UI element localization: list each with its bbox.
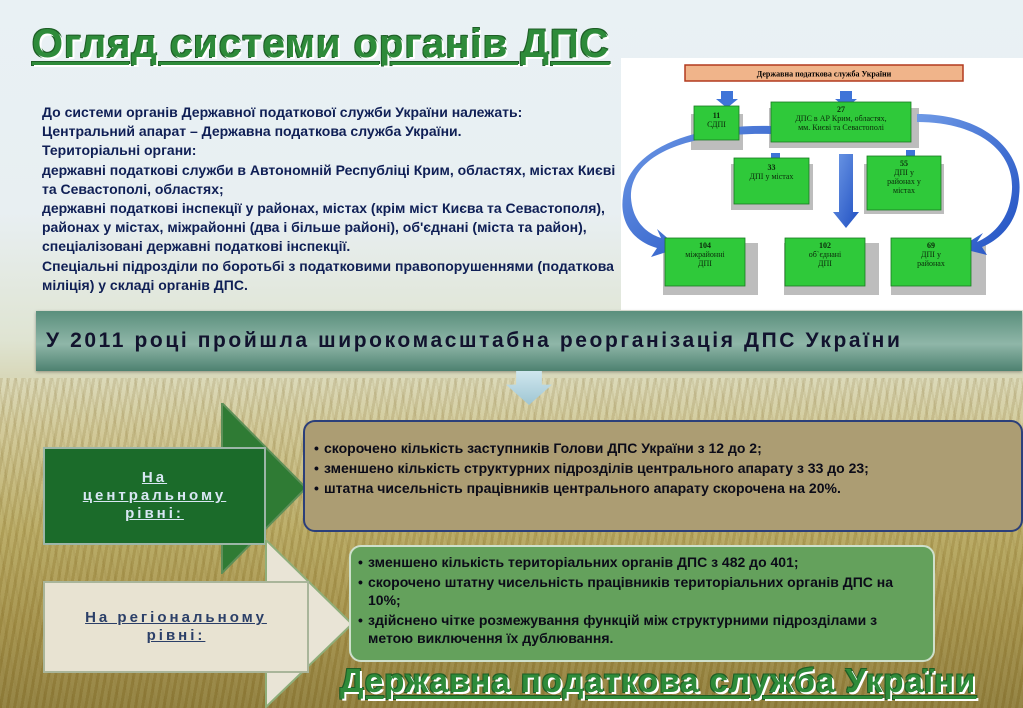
diagram-node-label: районах у [887,177,921,186]
diagram-node-label: 55 [900,159,908,168]
list-item: здійснено чітке розмежування функцій між… [358,611,923,648]
reorganization-banner: У 2011 році пройшла широкомасштабна реор… [36,311,1022,371]
regional-level-label: На регіональному рівні: [43,581,309,673]
regional-label-line: рівні: [146,627,206,644]
diagram-node-label: ДПІ [818,259,832,268]
central-label-line: рівні: [125,505,184,522]
node-boxes [664,101,972,287]
intro-paragraph: Центральний апарат – Державна податкова … [42,123,462,140]
regional-label-line: На регіональному [85,609,267,626]
diagram-node-label: ДПС в АР Крим, областях, [795,114,886,123]
arrow-down-icon [833,154,859,228]
diagram-node-label: міжрайонні [685,250,725,259]
intro-text: До системи органів Державної податкової … [42,103,617,295]
slide-title: Огляд системи органів ДПС [32,22,610,66]
list-item: штатна чисельність працівників центральн… [314,478,1014,498]
diagram-node-label: 33 [768,163,776,172]
diagram-node-label: 69 [927,241,935,250]
list-item: зменшено кількість територіальних органі… [358,553,923,572]
diagram-node-label: мм. Києві та Севастополі [798,123,885,132]
intro-paragraph: державні податкові служби в Автономній Р… [42,161,616,197]
top-box [684,64,964,82]
list-item: скорочено кількість заступників Голови Д… [314,438,1014,458]
diagram-node-label: 27 [837,105,845,114]
diagram-node-label: об`єднані [809,250,842,259]
list-item: скорочено штатну чисельність працівників… [358,573,923,610]
intro-paragraph: Спеціальні підрозділи по боротьбі з пода… [42,257,614,293]
central-level-label: На центральному рівні: [43,447,266,545]
intro-paragraph: До системи органів Державної податкової … [42,104,523,120]
central-changes-box: скорочено кількість заступників Голови Д… [303,420,1023,532]
diagram-node-label: 11 [713,111,721,120]
intro-paragraph: Територіальні органи: [42,142,197,159]
list-item: зменшено кількість структурних підрозділ… [314,458,1014,478]
central-label-line: На [141,469,168,486]
central-label-line: центральному [82,487,227,504]
regional-changes-list: зменшено кількість територіальних органі… [358,553,923,649]
diagram-node-label: ДПІ у містах [750,172,794,181]
footer-title: Державна податкова служба України [340,662,977,699]
diagram-node-label: ДПІ [698,259,712,268]
diagram-node-label: 104 [699,241,711,250]
top-box-label: Державна податкова служба України [757,70,892,79]
regional-changes-box: зменшено кількість територіальних органі… [349,545,935,662]
diagram-node-label: містах [893,186,915,195]
diagram-node-label: районах [917,259,945,268]
diagram-node-label: ДПІ у [894,168,914,177]
diagram-node-label: 102 [819,241,831,250]
central-changes-list: скорочено кількість заступників Голови Д… [314,438,1014,498]
arrow-down-icon [835,91,857,108]
intro-paragraph: державні податкові інспекції у районах, … [42,200,605,255]
diagram-node-label: ДПІ у [921,250,941,259]
structure-diagram-svg: Державна податкова служба України [622,64,1020,295]
banner-text: У 2011 році пройшла широкомасштабна реор… [46,329,903,352]
structure-diagram: Державна податкова служба України [621,58,1023,310]
diagram-node-label: СДПІ [707,120,726,129]
arrow-down-icon [716,91,738,108]
